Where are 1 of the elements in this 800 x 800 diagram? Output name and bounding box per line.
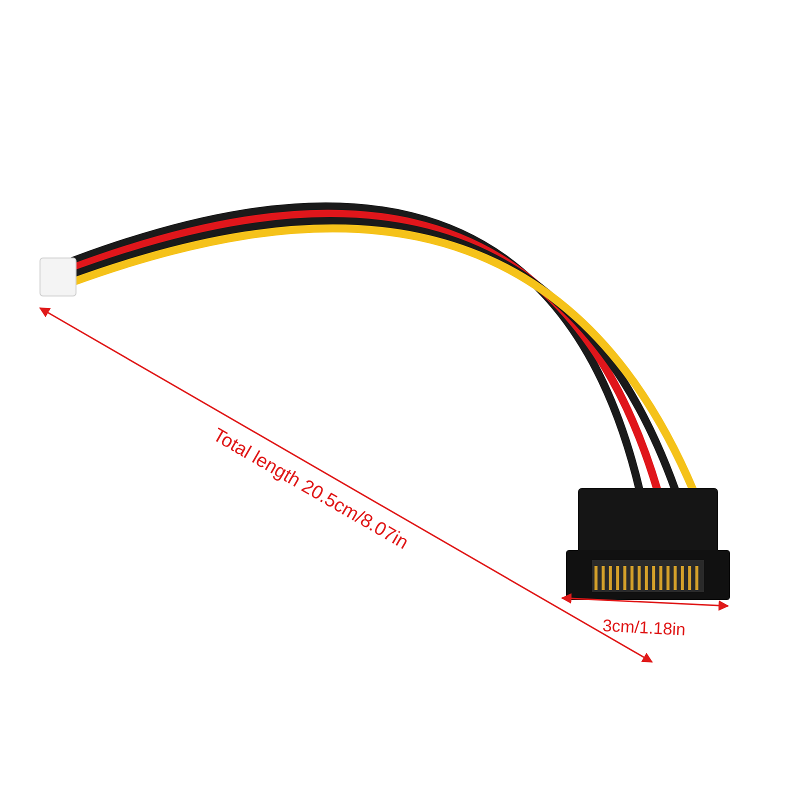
dimension-label: 3cm/1.18in (602, 615, 686, 642)
